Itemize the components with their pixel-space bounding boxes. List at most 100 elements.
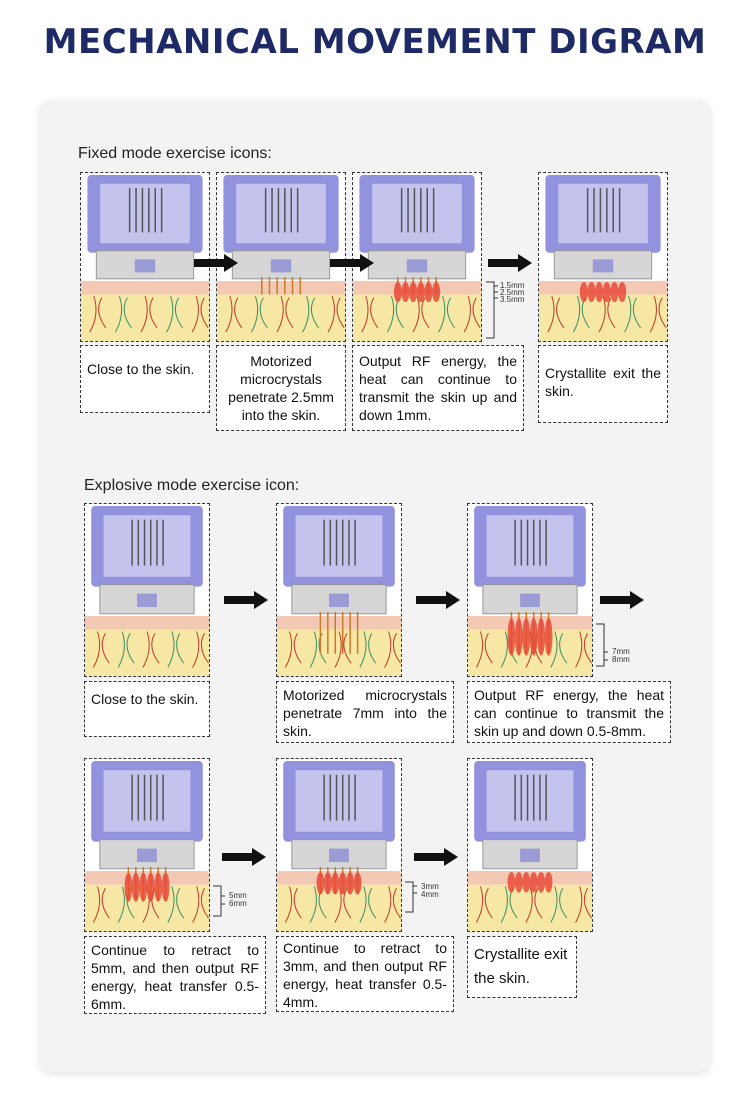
device-tip [520, 593, 540, 608]
skin-vessel [92, 631, 110, 668]
rf-heat-zone [610, 282, 619, 303]
rf-heat-zone [154, 872, 163, 902]
fixed-step-3-image [352, 172, 482, 342]
skin-vessel [167, 886, 185, 923]
skin-vessel [438, 295, 456, 333]
skin-vessel [114, 295, 132, 333]
device-illustration [468, 506, 592, 676]
device-illustration [217, 175, 345, 341]
device-tip [137, 593, 157, 608]
scale-label: 1.5mm [500, 281, 525, 290]
arrow-right-icon [414, 848, 458, 871]
skin-vessel [649, 295, 667, 333]
skin-epidermis [277, 616, 401, 630]
explosive-step-2-caption: Motorized microcrystals penetrate 7mm in… [276, 681, 454, 743]
rf-heat-zone [529, 617, 538, 656]
fixed-mode-label: Fixed mode exercise icons: [78, 145, 272, 162]
device-illustration [85, 761, 209, 931]
arrow-right-icon [488, 254, 532, 277]
skin-vessel [92, 886, 110, 923]
skin-vessel [359, 631, 377, 668]
skin-vessel [547, 295, 565, 333]
scale-label: 3mm [421, 882, 439, 891]
skin-vessel [167, 631, 185, 668]
fixed-step-1-caption: Close to the skin. [80, 345, 210, 413]
device-tip [329, 848, 349, 863]
device-window [100, 183, 190, 244]
skin-vessel [384, 886, 401, 923]
scale-label: 5mm [229, 891, 247, 900]
device-illustration [468, 761, 592, 931]
rf-heat-zone [587, 282, 596, 303]
skin-fat-layer [353, 294, 481, 341]
rf-heat-zone [161, 872, 170, 902]
skin-fat-layer [81, 294, 209, 341]
rf-heat-zone [544, 617, 553, 656]
explosive-step-5-image [276, 758, 402, 932]
scale-label: 2.5mm [500, 288, 525, 297]
rf-heat-zone [124, 872, 133, 902]
skin-fat-layer [277, 884, 401, 931]
device-tip [134, 259, 156, 273]
rf-heat-zone [507, 872, 516, 893]
fixed-step-2-image [216, 172, 346, 342]
scale-label: 4mm [421, 890, 439, 899]
device-window [372, 183, 462, 244]
rf-heat-zone [537, 872, 546, 893]
skin-fat-layer [85, 884, 209, 931]
rf-heat-zone [139, 872, 148, 902]
skin-vessel [142, 631, 160, 668]
skin-vessel [525, 886, 543, 923]
rf-heat-zone [346, 872, 355, 895]
explosive-step-5-caption: Continue to retract to 3mm, and then out… [276, 936, 454, 1012]
device-window [558, 183, 648, 244]
page-title: MECHANICAL MOVEMENT DIGRAM [43, 22, 707, 62]
explosive-step-2-image [276, 503, 402, 677]
explosive-mode-label: Explosive mode exercise icon: [84, 477, 300, 494]
skin-epidermis [353, 281, 481, 295]
device-window [236, 183, 326, 244]
fixed-step-4-image [538, 172, 668, 342]
skin-vessel [284, 886, 302, 923]
explosive-step-1-image [84, 503, 210, 677]
skin-fat-layer [85, 629, 209, 676]
skin-vessel [475, 886, 493, 923]
rf-heat-zone [316, 872, 325, 895]
scale-label: 7mm [612, 647, 630, 656]
rf-heat-zone [146, 872, 155, 902]
skin-epidermis [468, 871, 592, 885]
skin-fat-layer [468, 884, 592, 931]
rf-heat-zone [618, 282, 627, 303]
skin-epidermis [539, 281, 667, 295]
skin-vessel [475, 631, 493, 668]
fixed-step-2-caption: Motorized microcrystals penetrate 2.5mm … [216, 345, 346, 431]
device-illustration [277, 506, 401, 676]
device-illustration [539, 175, 667, 341]
device-window [103, 515, 191, 577]
skin-vessel [166, 295, 184, 333]
rf-heat-zone [514, 872, 523, 893]
skin-vessel [191, 295, 209, 333]
rf-heat-zone [401, 282, 410, 303]
device-window [486, 515, 574, 577]
rf-heat-zone [416, 282, 425, 303]
skin-epidermis [468, 616, 592, 630]
rf-heat-zone [424, 282, 433, 303]
skin-vessel [384, 631, 401, 668]
skin-vessel [412, 295, 430, 333]
arrow-right-icon [330, 254, 374, 277]
device-tip [520, 848, 540, 863]
device-window [486, 770, 574, 832]
device-window [103, 770, 191, 832]
rf-heat-zone [595, 282, 604, 303]
skin-vessel [598, 295, 616, 333]
arrow-right-icon [194, 254, 238, 277]
skin-vessel [284, 631, 302, 668]
device-tip [137, 848, 157, 863]
device-illustration [85, 506, 209, 676]
scale-label: 8mm [612, 655, 630, 664]
explosive-step-3-caption: Output RF energy, the heat can continue … [467, 681, 671, 743]
fixed-step-1-image [80, 172, 210, 342]
rf-heat-zone [432, 282, 441, 303]
skin-vessel [192, 631, 209, 668]
